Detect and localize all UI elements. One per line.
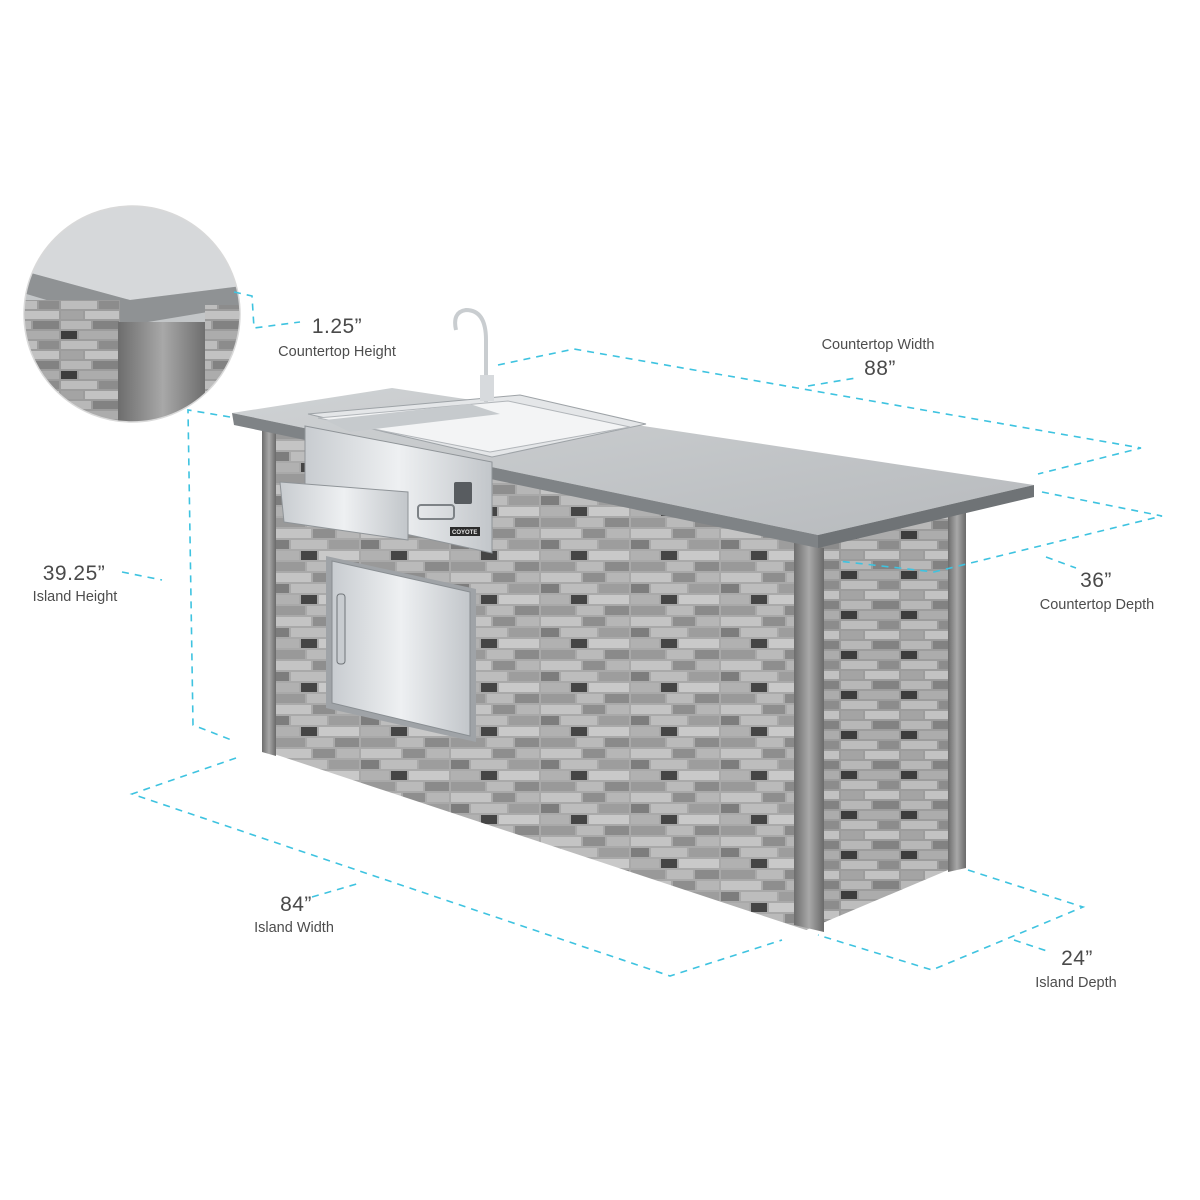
island-depth-value: 24” <box>1061 947 1093 970</box>
island-side-face <box>806 510 960 930</box>
countertop-side-edge <box>818 485 1034 548</box>
access-door <box>326 556 476 742</box>
island-depth-label: Island Depth <box>1035 975 1116 991</box>
island-height-label: Island Height <box>33 589 118 605</box>
dimension-labels: 1.25” Countertop Height Countertop Width… <box>33 315 1155 991</box>
front-corner-post <box>794 542 824 932</box>
sink-unit: COYOTE <box>279 307 647 554</box>
countertop-width-label: Countertop Width <box>822 337 935 353</box>
dimension-lines <box>121 291 1163 977</box>
island-front-face <box>268 430 806 930</box>
countertop-width-value: 88” <box>864 357 896 380</box>
countertop-height-guide <box>233 291 301 329</box>
countertop-height-label: Countertop Height <box>278 344 396 360</box>
island-height-value: 39.25” <box>43 562 106 585</box>
countertop-height-value: 1.25” <box>312 315 362 338</box>
brand-label: COYOTE <box>452 530 477 536</box>
countertop-width-guide <box>497 348 1142 475</box>
island-width-label: Island Width <box>254 920 334 936</box>
towel-bar <box>417 504 455 520</box>
island-height-guide <box>187 409 235 742</box>
countertop-depth-value: 36” <box>1080 569 1112 592</box>
island: COYOTE <box>232 307 1034 932</box>
island-width-guide <box>129 757 783 977</box>
countertop-edge-detail <box>23 205 241 423</box>
countertop-depth-label: Countertop Depth <box>1040 597 1154 613</box>
door-handle <box>336 593 346 665</box>
back-corner-post <box>948 508 966 872</box>
left-corner-post <box>262 428 276 756</box>
countertop-depth-guide <box>837 491 1163 573</box>
island-depth-guide <box>817 869 1086 971</box>
island-width-value: 84” <box>280 893 312 916</box>
